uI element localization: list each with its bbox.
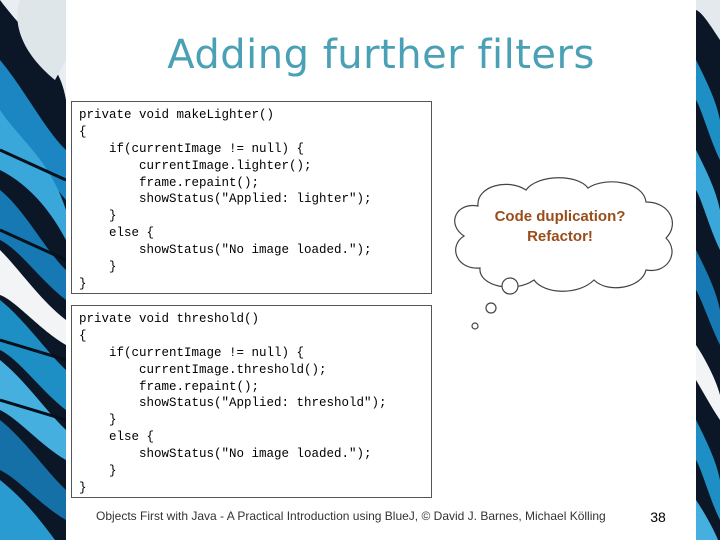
callout-line-2: Refactor! bbox=[527, 228, 593, 245]
code-line: } bbox=[79, 209, 117, 224]
page-number: 38 bbox=[650, 509, 666, 525]
code-line: frame.repaint(); bbox=[79, 379, 260, 394]
code-line: private void makeLighter() bbox=[79, 108, 275, 122]
code-line: showStatus("Applied: lighter"); bbox=[79, 192, 372, 207]
code-line: showStatus("Applied: threshold"); bbox=[79, 396, 387, 411]
callout-line-1: Code duplication? bbox=[494, 208, 626, 225]
code-line: } bbox=[79, 260, 117, 275]
code-block-threshold: private void threshold() { if(currentIma… bbox=[71, 305, 432, 498]
footer-credit: Objects First with Java - A Practical In… bbox=[96, 509, 606, 523]
code-line: currentImage.lighter(); bbox=[79, 158, 312, 173]
code-line: else { bbox=[79, 430, 155, 445]
code-line: if(currentImage != null) { bbox=[79, 345, 305, 360]
code-line: currentImage.threshold(); bbox=[79, 362, 327, 377]
code-line: if(currentImage != null) { bbox=[79, 141, 305, 156]
code-block-make-lighter: private void makeLighter() { if(currentI… bbox=[71, 101, 432, 294]
code-line: } bbox=[79, 276, 87, 291]
feather-decoration-right bbox=[696, 0, 720, 540]
code-line: } bbox=[79, 464, 117, 479]
code-line: { bbox=[79, 328, 87, 343]
code-line: showStatus("No image loaded."); bbox=[79, 243, 372, 258]
slide-title: Adding further filters bbox=[167, 32, 595, 78]
code-line: private void threshold() bbox=[79, 312, 260, 326]
code-line: } bbox=[79, 480, 87, 495]
code-line: frame.repaint(); bbox=[79, 175, 260, 190]
code-line: else { bbox=[79, 226, 155, 241]
thought-bubble-icon bbox=[454, 177, 673, 330]
code-line: showStatus("No image loaded."); bbox=[79, 447, 372, 462]
thought-bubble-callout: Code duplication? Refactor! bbox=[448, 176, 688, 336]
callout-text: Code duplication? Refactor! bbox=[460, 207, 660, 247]
feather-decoration-left bbox=[0, 0, 66, 540]
code-line: } bbox=[79, 413, 117, 428]
code-line: { bbox=[79, 124, 87, 139]
